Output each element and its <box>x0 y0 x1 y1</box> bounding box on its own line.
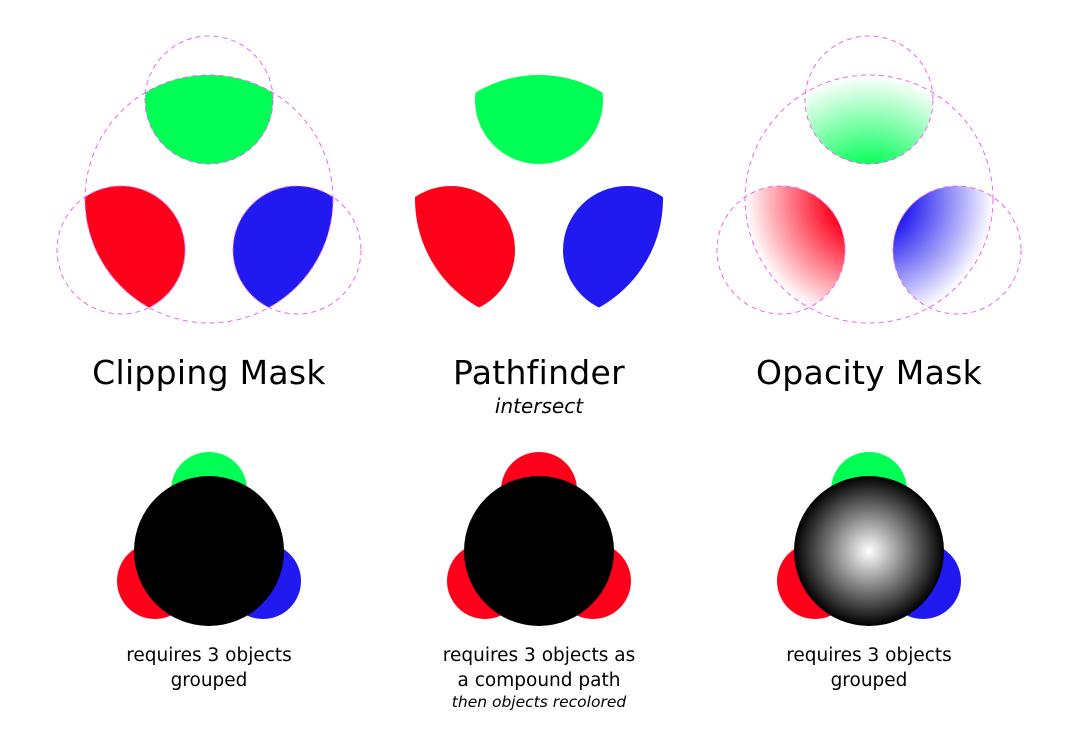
pathfinder-figure <box>415 75 663 314</box>
caption-line-1: requires 3 objects as <box>442 645 636 666</box>
blue-intersect-shape <box>563 186 663 314</box>
opacity-mask-caption: requires 3 objects grouped <box>704 643 1034 693</box>
caption-note: then objects recolored <box>451 693 627 711</box>
caption-line-1: requires 3 objects <box>786 645 952 666</box>
pathfinder-title: Pathfinder <box>452 353 625 392</box>
guide-outlines <box>716 35 1022 324</box>
caption-line-2: grouped <box>830 670 908 691</box>
pathfinder-subtitle: intersect <box>494 394 584 418</box>
blue-faded-shape <box>893 186 993 314</box>
opacity-mask-title: Opacity Mask <box>755 353 982 392</box>
clipping-mask-caption: requires 3 objects grouped <box>44 643 374 693</box>
caption-line-2: a compound path <box>457 670 621 691</box>
green-intersect-shape <box>475 75 603 164</box>
red-intersect-shape <box>415 186 515 314</box>
caption-line-1: requires 3 objects <box>126 645 292 666</box>
clipping-mask-icon <box>117 452 301 626</box>
green-intersect-shape <box>145 75 273 164</box>
pathfinder-caption: requires 3 objects as a compound path th… <box>374 643 704 712</box>
caption-line-2: grouped <box>170 670 248 691</box>
clipping-mask-figure <box>56 35 362 324</box>
blue-intersect-shape <box>233 186 333 314</box>
pathfinder-icon <box>447 452 631 626</box>
clipping-mask-title: Clipping Mask <box>92 353 326 392</box>
opacity-mask-figure <box>716 35 1022 324</box>
opacity-mask-icon <box>777 452 961 626</box>
red-faded-shape <box>745 186 845 314</box>
red-intersect-shape <box>85 186 185 314</box>
guide-outlines <box>56 35 362 324</box>
green-faded-shape <box>805 75 933 164</box>
